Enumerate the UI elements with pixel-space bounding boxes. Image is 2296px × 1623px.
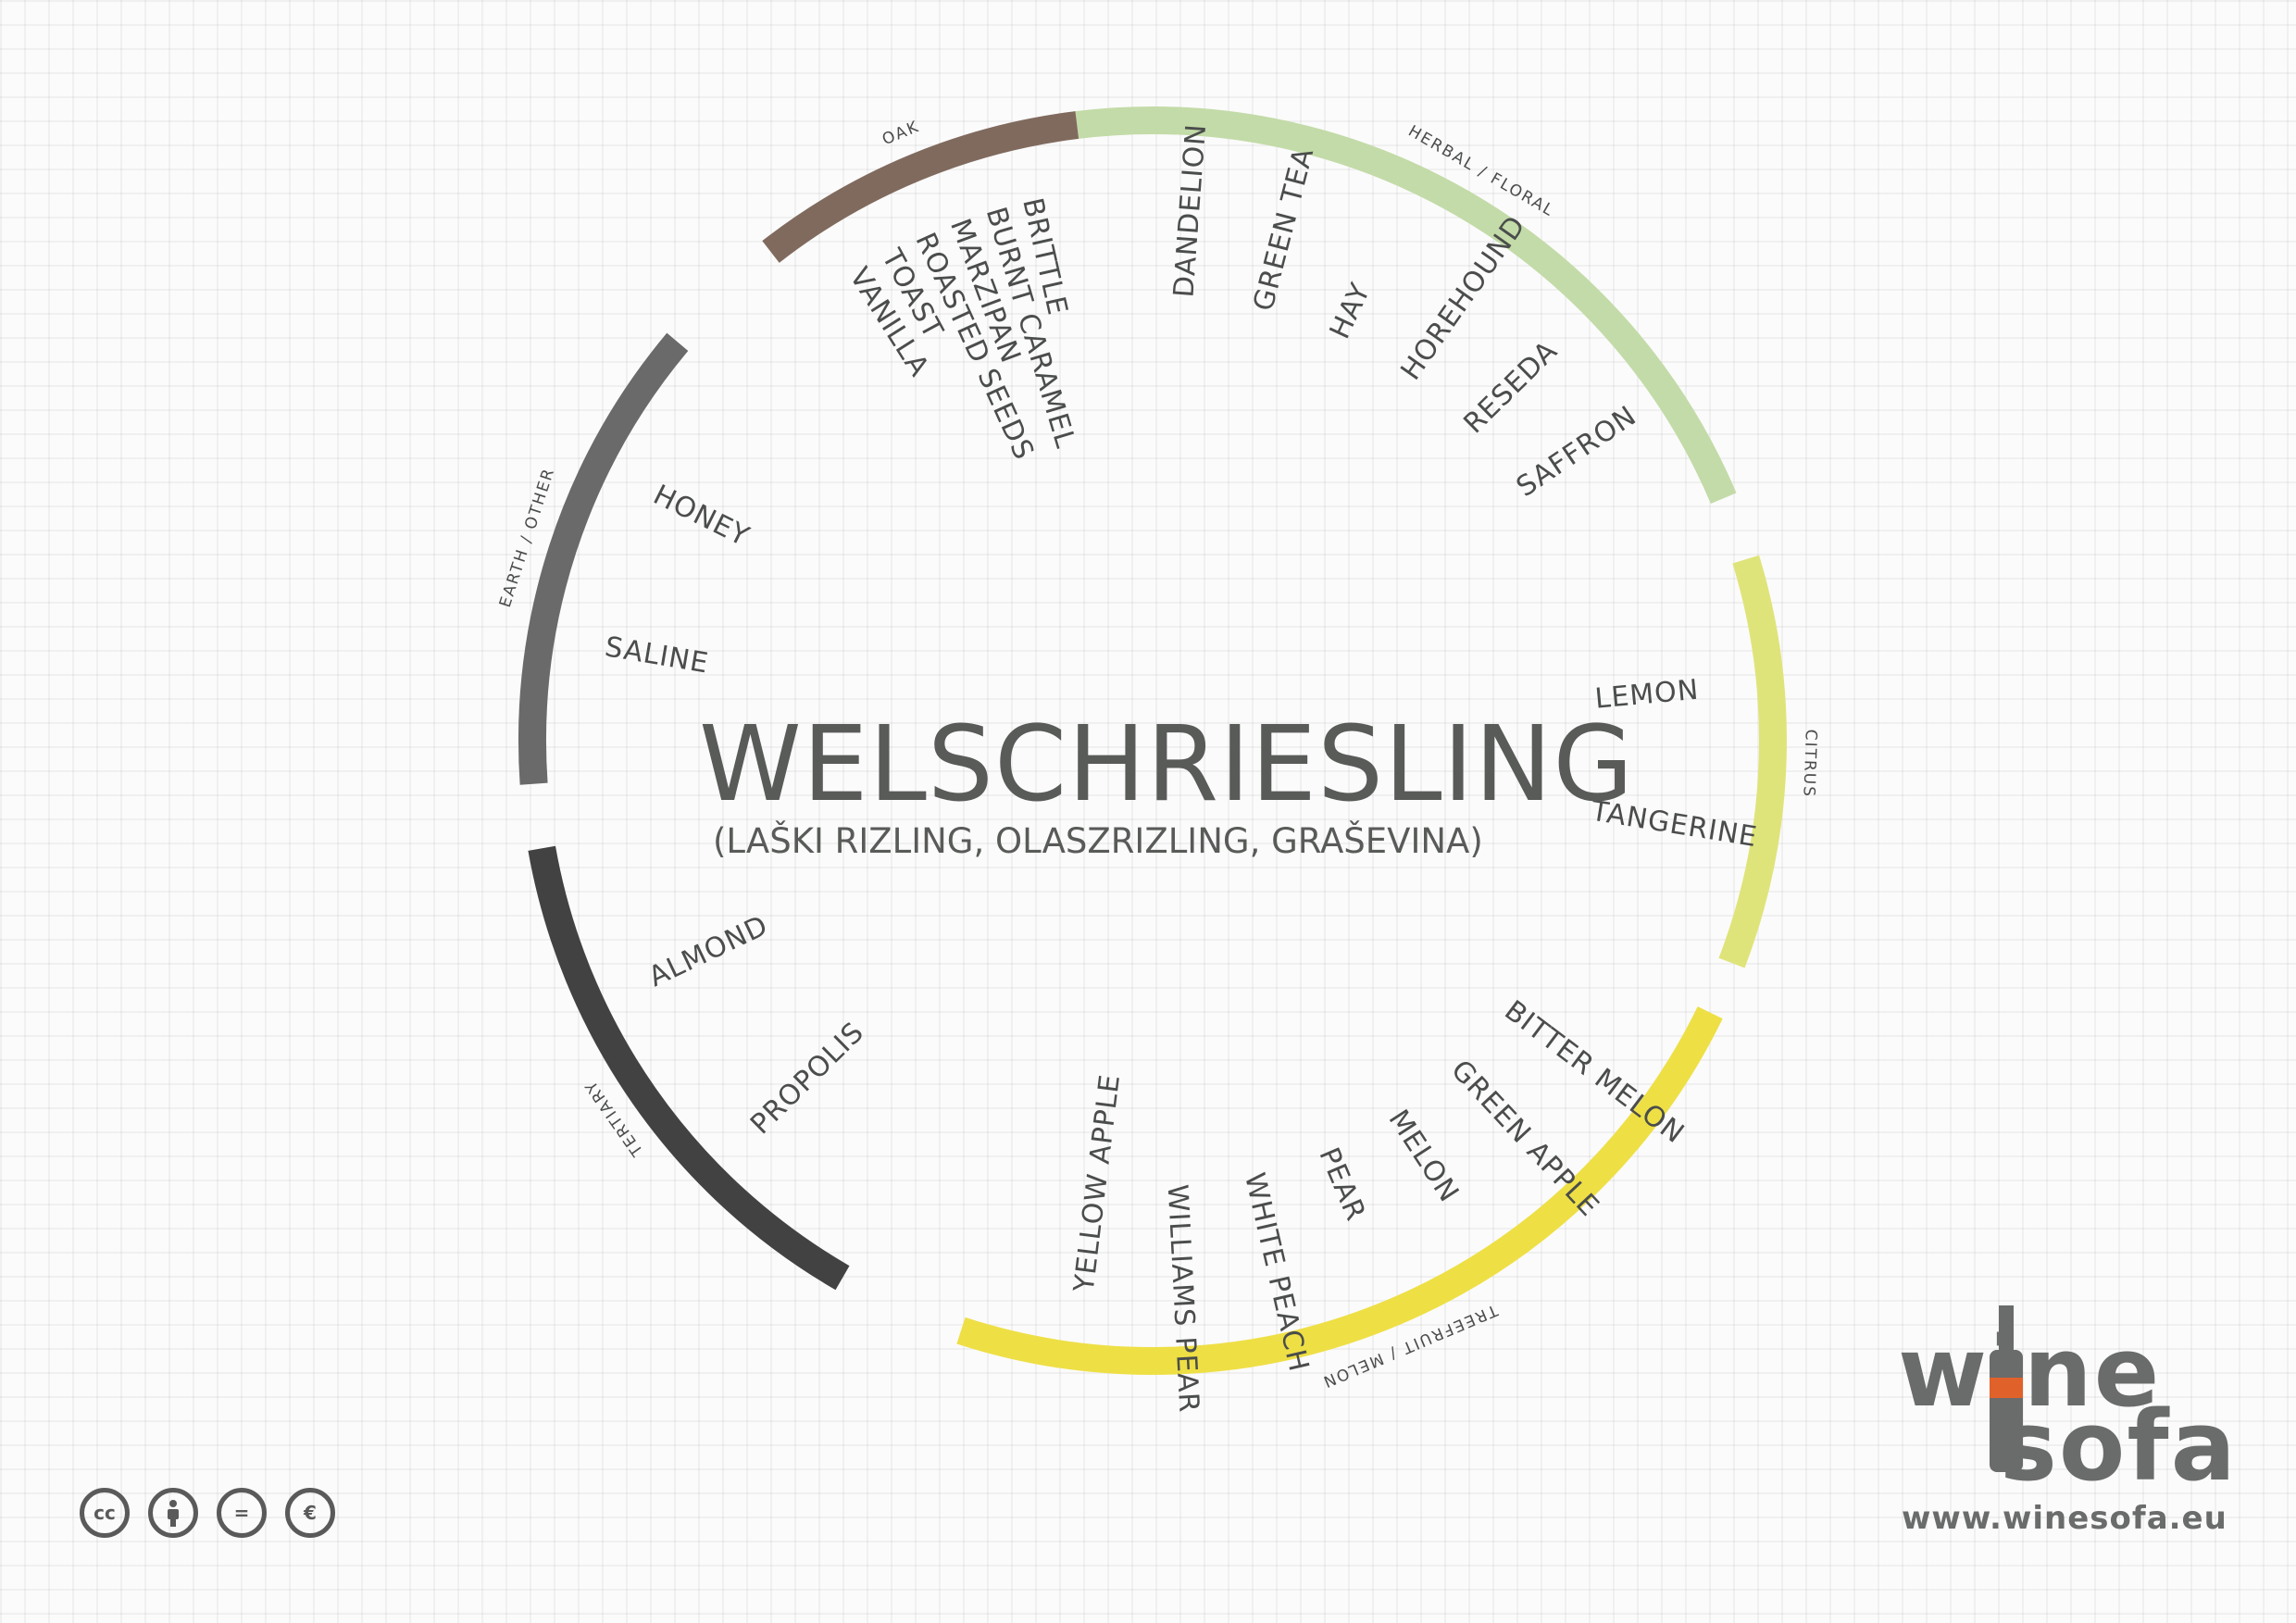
logo-word-bottom: sofa [2000, 1390, 2238, 1503]
aroma-pear: PEAR [1312, 1143, 1371, 1227]
aroma-saffron: SAFFRON [1511, 400, 1643, 504]
aroma-almond: ALMOND [643, 909, 773, 993]
winesofa-logo[interactable]: wine sofa www.winesofa.eu [1889, 1305, 2240, 1583]
arc-earth-other [518, 332, 689, 785]
aroma-hay: HAY [1324, 278, 1378, 343]
attribution-icon [148, 1488, 198, 1538]
website-url[interactable]: www.winesofa.eu [1902, 1500, 2227, 1537]
page-title: WELSCHRIESLING [699, 705, 1635, 825]
aroma-melon: MELON [1382, 1105, 1466, 1209]
arc-treefruit-melon [956, 1006, 1723, 1375]
aroma-green-tea: GREEN TEA [1247, 144, 1320, 315]
category-label-citrus: CITRUS [1799, 729, 1820, 798]
aroma-saline: SALINE [603, 630, 711, 680]
category-label-oak: OAK [880, 118, 922, 149]
arc-oak [762, 111, 1079, 263]
aroma-yellow-apple: YELLOW APPLE [1067, 1072, 1127, 1294]
aroma-honey: HONEY [648, 479, 755, 554]
wine-bottle-icon [1990, 1305, 2023, 1472]
page-subtitle: (LAŠKI RIZLING, OLASZRIZLING, GRAŠEVINA) [713, 821, 1483, 861]
non-commercial-icon: € [285, 1488, 335, 1538]
no-derivatives-icon: = [217, 1488, 267, 1538]
arc-herbal-floral [1075, 106, 1737, 505]
aroma-williams-pear: WILLIAMS PEAR [1161, 1183, 1205, 1414]
cc-icon: cc [80, 1488, 130, 1538]
aroma-propolis: PROPOLIS [744, 1016, 870, 1141]
category-arcs [518, 106, 1787, 1375]
license-badges: cc = € [80, 1488, 335, 1538]
logo-word-top: wine [1898, 1316, 2162, 1429]
aroma-dandelion: DANDELION [1167, 122, 1213, 298]
aroma-horehound: HOREHOUND [1394, 209, 1532, 386]
arc-tertiary [528, 845, 850, 1291]
aroma-reseda: RESEDA [1457, 334, 1564, 440]
arc-citrus [1718, 555, 1787, 968]
